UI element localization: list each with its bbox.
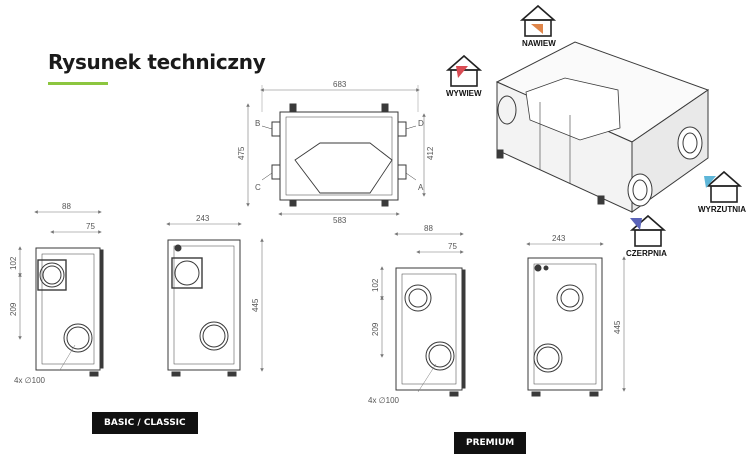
iso-spigot-front	[627, 173, 653, 207]
premium-dim-102: 102	[371, 278, 380, 292]
basic-side-body	[35, 247, 101, 371]
nawiew-house-icon	[519, 4, 557, 37]
top-view	[246, 85, 426, 216]
wyrzutnia-house-icon	[704, 170, 743, 203]
premium-badge: PREMIUM	[454, 432, 527, 454]
premium-dim-243: 243	[552, 234, 566, 243]
premium-side-body	[395, 267, 463, 391]
wyrzutnia-label: WYRZUTNIA	[698, 205, 746, 214]
basic-dim-88: 88	[62, 202, 71, 211]
basic-dim-75: 75	[86, 222, 95, 231]
premium-front-view	[526, 242, 626, 397]
premium-dim-209: 209	[371, 322, 380, 336]
iso-spigot-right	[677, 126, 703, 160]
wywiew-label: WYWIEW	[446, 89, 482, 98]
basic-dim-243: 243	[196, 214, 210, 223]
nawiew-label: NAWIEW	[522, 39, 556, 48]
premium-dim-88: 88	[424, 224, 433, 233]
port-c-label: C	[255, 183, 261, 192]
czerpnia-house-icon	[629, 214, 667, 247]
port-a-label: A	[418, 183, 424, 192]
isometric-view	[495, 41, 710, 213]
premium-note-spigots: 4x ∅100	[368, 396, 400, 405]
czerpnia-label: CZERPNIA	[626, 249, 667, 258]
port-b-label: B	[255, 119, 260, 128]
premium-dim-445: 445	[613, 320, 622, 334]
page-title: Rysunek techniczny	[48, 50, 266, 74]
premium-front-body	[527, 257, 603, 391]
dim-412: 412	[426, 146, 435, 160]
basic-front-view	[166, 222, 264, 377]
premium-side-view	[380, 232, 466, 397]
top-view-body	[279, 111, 399, 201]
wywiew-house-icon	[445, 54, 483, 87]
dim-583: 583	[333, 216, 347, 225]
dim-683: 683	[333, 80, 347, 89]
port-d-label: D	[418, 119, 424, 128]
basic-front-body	[167, 239, 241, 371]
premium-dim-75: 75	[448, 242, 457, 251]
basic-dim-102: 102	[9, 256, 18, 270]
top-view-exchanger	[294, 142, 393, 194]
title-underline	[48, 82, 108, 85]
iso-spigot-back	[497, 95, 517, 125]
basic-dim-445: 445	[251, 298, 260, 312]
basic-dim-209: 209	[9, 302, 18, 316]
iso-exchanger-cover	[525, 77, 621, 141]
dim-475: 475	[237, 146, 246, 160]
basic-side-view	[18, 210, 104, 377]
basic-note-spigots: 4x ∅100	[14, 376, 46, 385]
basic-classic-badge: BASIC / CLASSIC	[92, 412, 198, 434]
